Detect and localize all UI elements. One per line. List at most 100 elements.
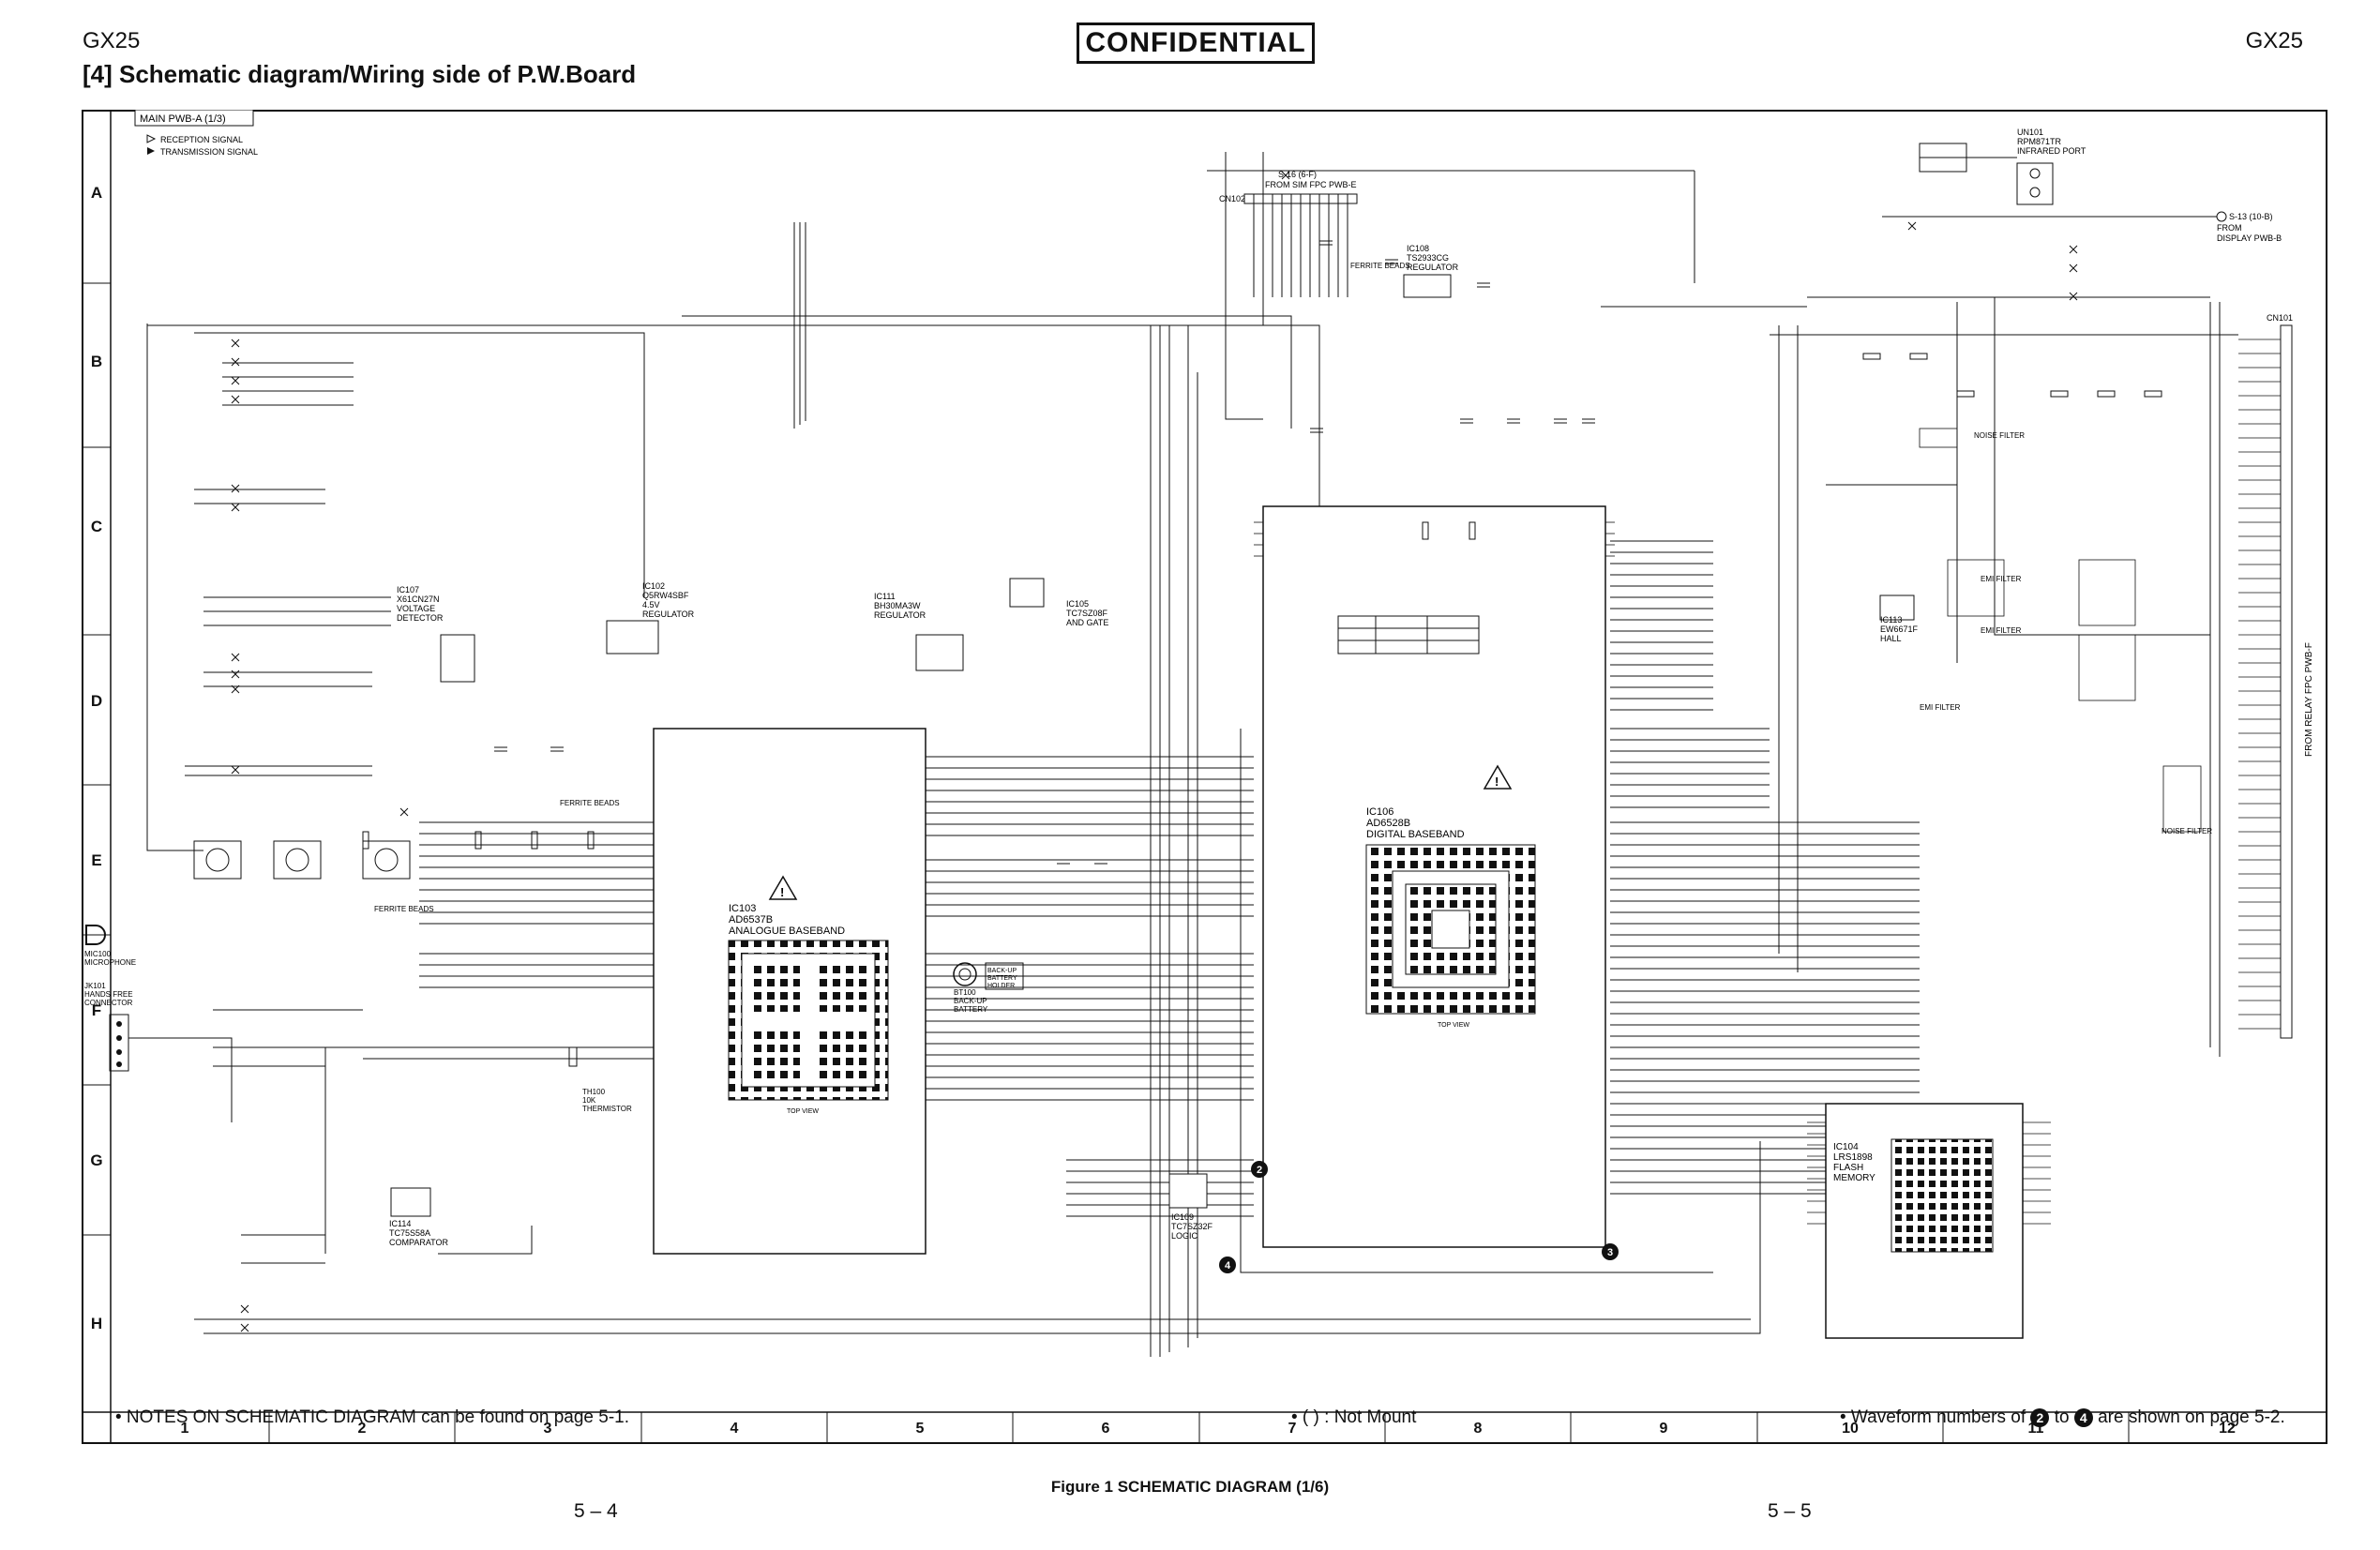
svg-text:MEMORY: MEMORY — [1833, 1173, 1875, 1183]
note-not-mount: • ( ) : Not Mount — [1291, 1407, 1417, 1427]
microphone-icon: MIC100 MICROPHONE — [84, 925, 136, 967]
note-waveform-suffix: are shown on page 5-2. — [2098, 1407, 2285, 1427]
ic104-flash-memory: IC104 LRS1898 FLASH MEMORY — [1807, 1103, 2051, 1339]
col-label-2: 2 — [358, 1421, 367, 1437]
svg-text:IC109: IC109 — [1171, 1212, 1194, 1222]
col-label-10: 10 — [1842, 1421, 1859, 1437]
ic107-voltage-detector: IC107 X61CN27N VOLTAGE DETECTOR — [397, 585, 475, 683]
svg-text:IC106: IC106 — [1366, 806, 1393, 818]
display-connector-ref: S-13 (10-B) FROM DISPLAY PWB-B — [1882, 211, 2282, 243]
col-label-4: 4 — [731, 1421, 739, 1437]
svg-text:VOLTAGE: VOLTAGE — [397, 604, 435, 613]
legend-transmission: TRANSMISSION SIGNAL — [160, 147, 258, 157]
svg-text:IC107: IC107 — [397, 585, 419, 594]
cn102-from-board: FROM SIM FPC PWB-E — [1265, 180, 1357, 189]
svg-text:ANALOGUE BASEBAND: ANALOGUE BASEBAND — [729, 925, 845, 937]
svg-text:TC75S58A: TC75S58A — [389, 1228, 430, 1238]
note-waveform: • Waveform numbers of 2 to 4 are shown o… — [1840, 1407, 2285, 1428]
svg-text:X61CN27N: X61CN27N — [397, 594, 440, 604]
relay-fpc-label: FROM RELAY FPC PWB-F — [2304, 642, 2314, 757]
filter-labels: EMI FILTER EMI FILTER EMI FILTER NOISE F… — [374, 262, 2212, 913]
svg-text:TOP VIEW: TOP VIEW — [787, 1108, 819, 1115]
note-waveform-to: to — [2054, 1407, 2070, 1427]
svg-text:TC7SZ08F: TC7SZ08F — [1066, 609, 1108, 618]
svg-text:JK101: JK101 — [84, 982, 106, 990]
svg-text:REGULATOR: REGULATOR — [874, 610, 926, 620]
svg-text:3: 3 — [1607, 1247, 1613, 1258]
infrared-port: UN101 RPM871TR INFRARED PORT — [1919, 128, 2086, 205]
legend-reception: RECEPTION SIGNAL — [160, 135, 243, 144]
waveform-marker-2: 2 — [1251, 1161, 1268, 1178]
svg-text:DISPLAY PWB-B: DISPLAY PWB-B — [2217, 233, 2282, 243]
cn102-from-ref: S-16 (6-F) — [1278, 170, 1317, 179]
col-label-6: 6 — [1102, 1421, 1110, 1437]
bus-lines-left — [363, 821, 663, 1060]
svg-text:TH100: TH100 — [582, 1088, 606, 1096]
col-label-3: 3 — [544, 1421, 552, 1437]
thermistor: TH100 10K THERMISTOR — [568, 1046, 632, 1113]
svg-text:NOISE FILTER: NOISE FILTER — [2162, 827, 2212, 835]
svg-text:IC105: IC105 — [1066, 599, 1089, 609]
svg-text:HALL: HALL — [1880, 634, 1902, 643]
waveform-marker-3: 3 — [1602, 1243, 1619, 1260]
ic105-and-gate: IC105 TC7SZ08F AND GATE — [1009, 578, 1108, 627]
svg-text:4.5V: 4.5V — [642, 600, 660, 609]
svg-text:UN101: UN101 — [2017, 128, 2043, 137]
svg-text:FERRITE BEADS: FERRITE BEADS — [560, 799, 620, 807]
row-ruler — [83, 282, 111, 1236]
ic108-regulator: IC108 TS2933CG REGULATOR — [1403, 244, 1459, 298]
svg-text:IC102: IC102 — [642, 581, 665, 591]
svg-text:10K: 10K — [582, 1096, 596, 1105]
ic113-hall: IC113 EW6671F HALL — [1879, 594, 1919, 643]
svg-text:HOLDER: HOLDER — [987, 983, 1015, 989]
svg-text:FROM: FROM — [2217, 223, 2242, 233]
transistor-pair-left — [193, 840, 411, 880]
ic109-logic: IC109 TC7SZ32F LOGIC — [1168, 1173, 1213, 1241]
svg-text:BATTERY: BATTERY — [987, 975, 1017, 982]
column-ruler — [268, 1412, 2130, 1442]
svg-text:RPM871TR: RPM871TR — [2017, 137, 2062, 146]
page-title: [4] Schematic diagram/Wiring side of P.W… — [83, 60, 637, 88]
waveform-marker-4: 4 — [1219, 1257, 1236, 1273]
sheet-border — [82, 110, 2327, 1444]
svg-text:MICROPHONE: MICROPHONE — [84, 958, 136, 967]
svg-text:IC113: IC113 — [1880, 615, 1902, 625]
svg-text:BATTERY: BATTERY — [954, 1005, 988, 1014]
svg-text:4: 4 — [1225, 1260, 1231, 1272]
page-number-right: 5 – 5 — [1768, 1500, 1812, 1522]
svg-text:DIGITAL BASEBAND: DIGITAL BASEBAND — [1366, 829, 1465, 840]
model-name-right: GX25 — [2245, 28, 2303, 53]
row-label-d: D — [91, 692, 102, 710]
svg-text:THERMISTOR: THERMISTOR — [582, 1105, 632, 1113]
row-label-f: F — [92, 1001, 101, 1019]
svg-text:EW6671F: EW6671F — [1880, 625, 1919, 634]
col-label-8: 8 — [1474, 1421, 1483, 1437]
svg-text:FLASH: FLASH — [1833, 1163, 1863, 1173]
col-label-1: 1 — [181, 1421, 189, 1437]
svg-text:LRS1898: LRS1898 — [1833, 1152, 1873, 1163]
svg-text:2: 2 — [1257, 1165, 1262, 1176]
svg-text:AD6537B: AD6537B — [729, 914, 773, 925]
filter-blocks — [1919, 428, 2202, 833]
backup-battery: BT100 BACK-UP BATTERY BACK-UP BATTERY HO… — [953, 962, 1024, 1014]
sheet-label: MAIN PWB-A (1/3) — [140, 113, 226, 125]
wiring-nets — [128, 152, 2238, 1357]
svg-text:NOISE FILTER: NOISE FILTER — [1974, 431, 2025, 440]
figure-caption: Figure 1 SCHEMATIC DIAGRAM (1/6) — [1050, 1478, 1330, 1496]
svg-text:REGULATOR: REGULATOR — [1407, 263, 1459, 272]
svg-text:S-13 (10-B): S-13 (10-B) — [2229, 212, 2273, 221]
svg-text:DETECTOR: DETECTOR — [397, 613, 444, 623]
confidential-stamp: CONFIDENTIAL — [1077, 23, 1315, 64]
ic114-comparator: IC114 TC75S58A COMPARATOR — [389, 1187, 449, 1247]
svg-text:AND GATE: AND GATE — [1066, 618, 1108, 627]
cn101-label: CN101 — [2267, 313, 2293, 323]
svg-text:COMPARATOR: COMPARATOR — [389, 1238, 449, 1247]
svg-text:BH30MA3W: BH30MA3W — [874, 601, 921, 610]
note-waveform-prefix: • Waveform numbers of — [1840, 1407, 2026, 1427]
svg-text:TOP VIEW: TOP VIEW — [1438, 1022, 1469, 1029]
svg-text:Q5RW4SBF: Q5RW4SBF — [642, 591, 689, 600]
svg-text:TC7SZ32F: TC7SZ32F — [1171, 1222, 1213, 1231]
svg-text:TS2933CG: TS2933CG — [1407, 253, 1449, 263]
svg-text:REGULATOR: REGULATOR — [642, 609, 695, 619]
svg-text:EMI FILTER: EMI FILTER — [1981, 575, 2022, 583]
